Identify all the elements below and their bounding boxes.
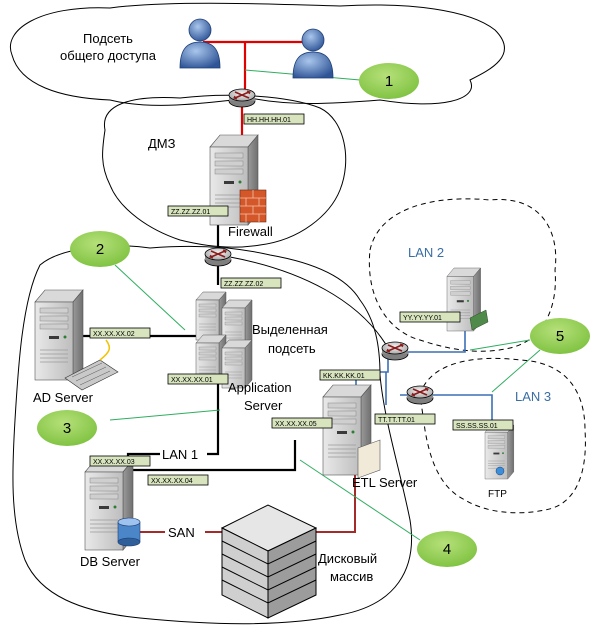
callout-3-line [109,409,221,421]
ip-label-zz2: ZZ.ZZ.ZZ.02 [220,277,282,289]
ip-label-xx04: XX.XX.XX.04 [147,474,209,486]
lan2-zone-cloud [368,198,557,352]
callout-4-line [299,459,421,541]
svg-text:YY.YY.YY.01: YY.YY.YY.01 [403,315,442,322]
internal-zone-cloud [12,245,412,625]
lan3-zone-cloud [419,357,586,514]
callout-5: 5 [530,318,590,354]
ip-label-xx02: XX.XX.XX.02 [89,327,151,339]
dmz-zone-cloud [102,94,347,248]
database-cylinder-icon [117,517,141,547]
svg-text:3: 3 [63,420,71,437]
ftp-label: FTP [488,489,507,500]
callout-4: 4 [417,531,477,567]
svg-text:ZZ.ZZ.ZZ.02: ZZ.ZZ.ZZ.02 [224,281,263,288]
svg-text:ZZ.ZZ.ZZ.01: ZZ.ZZ.ZZ.01 [171,209,210,216]
svg-text:KK.KK.KK.01: KK.KK.KK.01 [323,373,365,380]
ip-label-ss: SS.SS.SS.01 [452,419,514,431]
svg-text:XX.XX.XX.03: XX.XX.XX.03 [93,459,135,466]
lan1-link [207,382,220,456]
ad-server-label: AD Server [33,390,94,405]
callout-3: 3 [37,410,97,446]
lan2-nic-icon [469,309,489,331]
etl-router-to-lan2-link [398,325,466,353]
dedicated-subnet-label-line1: Выделенная [252,322,328,337]
svg-text:XX.XX.XX.04: XX.XX.XX.04 [151,478,193,485]
svg-text:XX.XX.XX.01: XX.XX.XX.01 [171,377,213,384]
public-user-icon [179,18,221,69]
ad-server-icon [34,289,84,381]
svg-text:SS.SS.SS.01: SS.SS.SS.01 [456,423,498,430]
ip-label-xx03: XX.XX.XX.03 [89,455,151,467]
callout-2: 2 [70,231,130,267]
ip-label-kk: KK.KK.KK.01 [319,369,381,381]
firewall-label: Firewall [228,224,273,239]
storage-label-line2: массив [330,569,373,584]
storage-label-line1: Дисковый [318,551,377,566]
ftp-globe-icon [495,466,505,476]
etl-document-icon [357,439,381,479]
public-user-icon [292,28,334,79]
db-to-etl-link [128,440,297,472]
ip-label-hh: HH.HH.HH.01 [243,113,305,125]
callout-5-line [469,339,541,393]
lan2-label: LAN 2 [408,245,444,260]
lan2-router-icon [381,341,409,361]
public-zone-cloud [9,2,505,106]
db-server-label: DB Server [80,554,141,569]
etl-server-label: ETL Server [352,475,418,490]
app-server-label-line1: Application [228,380,292,395]
ip-label-xx01: XX.XX.XX.01 [167,373,229,385]
svg-text:1: 1 [385,73,393,90]
dmz-router-icon [204,247,232,267]
storage-to-etl-link [310,465,356,533]
svg-text:XX.XX.XX.05: XX.XX.XX.05 [275,421,317,428]
ip-label-zz1: ZZ.ZZ.ZZ.01 [167,205,229,217]
ip-label-xx05: XX.XX.XX.05 [271,417,333,429]
svg-text:HH.HH.HH.01: HH.HH.HH.01 [247,117,291,124]
lan1-label: LAN 1 [162,447,198,462]
app-server-label-line2: Server [244,398,283,413]
ip-label-yy: YY.YY.YY.01 [399,311,461,323]
callout-2-line [114,264,186,331]
dmz-zone-label: ДМЗ [148,136,176,151]
svg-text:4: 4 [443,541,451,558]
svg-text:2: 2 [96,241,104,258]
edge-router-icon [228,88,256,108]
svg-text:TT.TT.TT.01: TT.TT.TT.01 [378,417,415,424]
san-label: SAN [168,525,195,540]
svg-text:XX.XX.XX.02: XX.XX.XX.02 [93,331,135,338]
lan3-label: LAN 3 [515,389,551,404]
firewall-brick-icon [239,189,267,223]
public-zone-label-line1: Подсеть [83,31,133,46]
dmz-router-to-etl-router-link [229,256,389,349]
callout-1: 1 [359,63,419,99]
keyboard-icon [64,339,119,391]
storage-array-icon [220,504,318,619]
svg-text:5: 5 [556,328,564,345]
lan3-router-icon [406,385,434,405]
public-zone-label-line2: общего доступа [60,48,157,63]
dedicated-subnet-label-line2: подсеть [268,341,316,356]
ip-label-tt: TT.TT.TT.01 [374,413,436,425]
